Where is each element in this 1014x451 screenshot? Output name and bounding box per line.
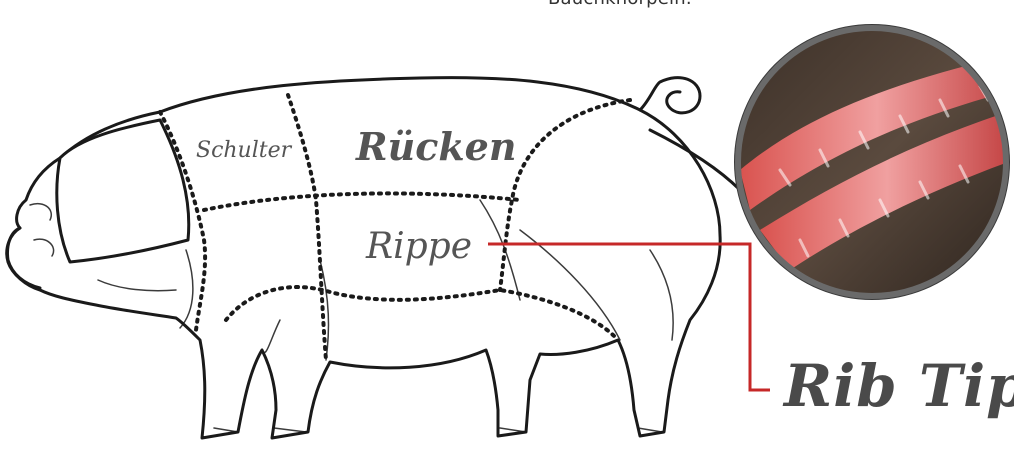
callout-rib-tips-label: Rib Tips	[784, 352, 1014, 420]
label-back: Rücken	[355, 124, 516, 169]
label-rib: Rippe	[365, 226, 472, 267]
rib-tips-photo	[730, 20, 1014, 310]
label-shoulder: Schulter	[196, 138, 293, 163]
